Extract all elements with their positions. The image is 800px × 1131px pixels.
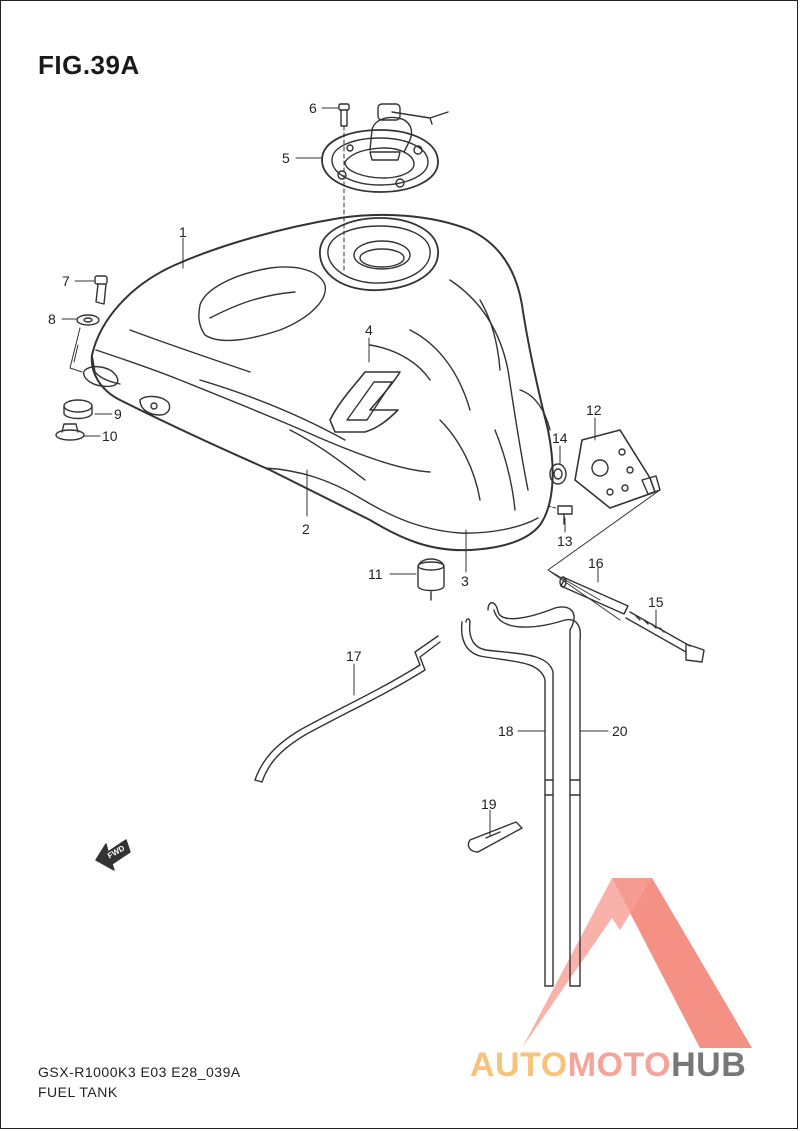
figure-name: FUEL TANK: [38, 1084, 118, 1100]
callout-16: 16: [588, 555, 604, 571]
collar-16: [559, 576, 629, 615]
callout-2: 2: [302, 521, 310, 537]
callout-6: 6: [309, 100, 317, 116]
callout-19: 19: [481, 796, 497, 812]
figure-code: GSX-R1000K3 E03 E28_039A: [38, 1064, 241, 1080]
callout-18: 18: [498, 723, 514, 739]
callout-8: 8: [48, 311, 56, 327]
hose-18: [460, 618, 554, 987]
callout-5: 5: [282, 150, 290, 166]
callout-9: 9: [114, 406, 122, 422]
callout-17: 17: [346, 648, 362, 664]
washer-8: [69, 314, 100, 373]
callout-12: 12: [586, 402, 602, 418]
callout-15: 15: [648, 594, 664, 610]
cushion-14: [549, 463, 567, 485]
cushion-11: [417, 558, 445, 601]
callout-4: 4: [365, 322, 373, 338]
screw-part-6: [338, 103, 350, 271]
fuel-tank: [82, 213, 554, 552]
fwd-arrow-icon: [95, 839, 131, 871]
callout-3: 3: [461, 573, 469, 589]
bolt-13: [547, 505, 573, 525]
figure-title: FIG.39A: [38, 50, 140, 80]
callout-1: 1: [179, 224, 187, 240]
collar-10: [55, 423, 85, 441]
drain-hose-17: [254, 635, 441, 783]
watermark-wordmark: AUTOMOTOHUB: [470, 1046, 746, 1085]
watermark-part-auto: AUTO: [470, 1046, 568, 1084]
callout-7: 7: [62, 273, 70, 289]
callout-13: 13: [557, 533, 573, 549]
watermark-part-hub: HUB: [671, 1046, 747, 1084]
callout-20: 20: [612, 723, 628, 739]
watermark-part-moto: MOTO: [567, 1046, 672, 1084]
leader-lines: [61, 107, 657, 837]
filler-cap: [321, 103, 449, 193]
callout-labels: 1 2 3 4 5 6 7 8 9 10 11 12 13 14 15 16 1…: [48, 100, 664, 812]
hose-20: [487, 602, 582, 987]
callout-14: 14: [552, 430, 568, 446]
mount-bolt-7: [94, 275, 108, 305]
watermark-logo: [522, 878, 752, 1048]
callout-11: 11: [368, 566, 383, 582]
damper-9: [63, 399, 93, 420]
bracket-12: [547, 429, 661, 621]
callout-10: 10: [102, 428, 118, 444]
clamp-19: [467, 821, 523, 853]
bolt-15: [625, 611, 705, 663]
